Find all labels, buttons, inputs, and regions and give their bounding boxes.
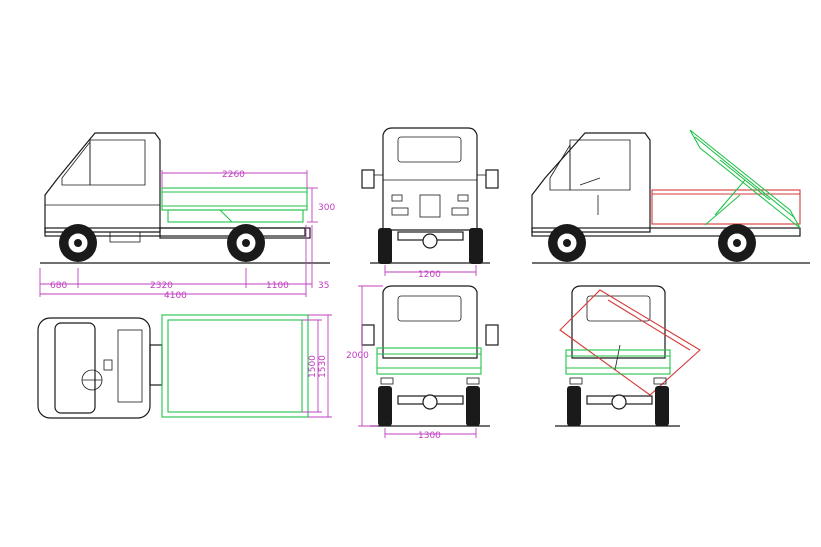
dim-ground-offset: 35 xyxy=(318,281,329,291)
side-view-tipping xyxy=(531,129,810,264)
dim-bed-width-outer: 1530 xyxy=(318,355,328,378)
dim-front-overhang: 680 xyxy=(50,281,67,291)
rear-view-tipping xyxy=(555,285,701,427)
dim-bed-height: 300 xyxy=(318,203,335,213)
side-view-dimensions: 2260 300 680 2320 1100 35 4100 xyxy=(39,170,335,301)
dim-rear-track: 1300 xyxy=(418,431,441,441)
tipper-front-wheel xyxy=(548,224,586,262)
side-view xyxy=(40,132,330,264)
front-wheel xyxy=(59,224,97,262)
rear-wheel xyxy=(227,224,265,262)
top-view xyxy=(37,314,309,419)
dim-overall-length: 4100 xyxy=(164,291,187,301)
top-view-dimensions: 1500 1530 xyxy=(302,314,332,418)
dim-rear-overhang: 1100 xyxy=(266,281,289,291)
dim-bed-width-inner: 1500 xyxy=(308,355,318,378)
tipper-rear-wheel xyxy=(718,224,756,262)
dim-front-track: 1200 xyxy=(418,270,441,280)
front-view-dimensions: 1200 xyxy=(384,265,477,280)
front-view xyxy=(361,127,499,264)
rear-view-dimensions: 2000 1300 xyxy=(346,285,477,441)
dim-overall-height: 2000 xyxy=(346,351,369,361)
dim-bed-length: 2260 xyxy=(222,170,245,180)
dim-wheelbase: 2320 xyxy=(150,281,173,291)
rear-view xyxy=(361,285,499,427)
